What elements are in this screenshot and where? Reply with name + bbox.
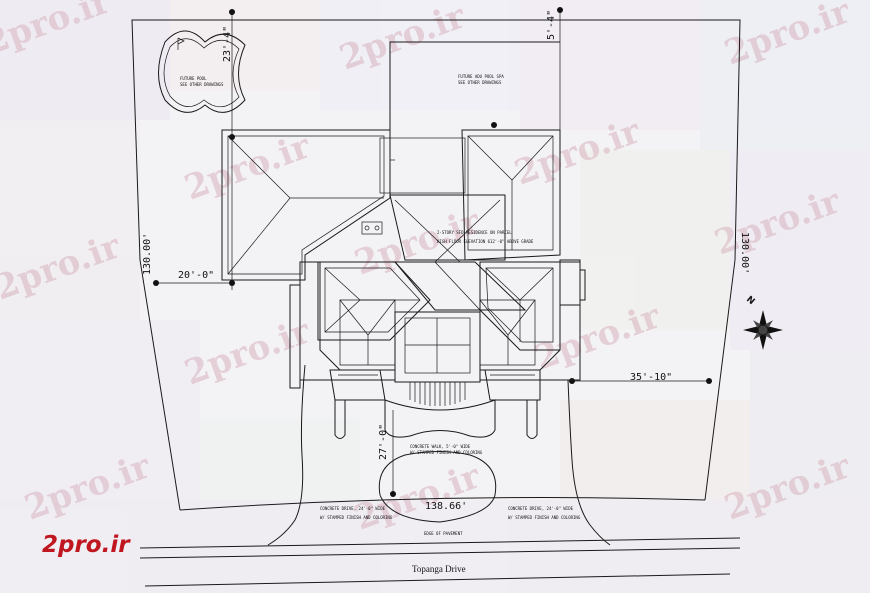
pavement-note: EDGE OF PAVEMENT <box>424 531 463 536</box>
street-name: Topanga Drive <box>412 564 466 574</box>
right-boundary-dim: 130.00' <box>739 232 750 274</box>
driveway <box>139 364 741 587</box>
house-roof-plan <box>221 129 586 439</box>
dimension-labels: 130.00' 130.00' 20'-0" 35'-10" 27'-0" 5'… <box>142 10 750 512</box>
frontage-dim: 138.66' <box>425 501 467 512</box>
front-setback-dim: 27'-0" <box>378 424 389 460</box>
future-pool <box>158 30 246 113</box>
dimension-lines <box>153 7 712 497</box>
left-setback-dim: 20'-0" <box>178 270 214 281</box>
front-walk <box>378 451 497 523</box>
property-boundary <box>131 19 741 511</box>
top-setback-dim: 5'-4" <box>546 10 557 40</box>
pool-dim: 23'-4" <box>222 26 233 62</box>
entry-steps <box>384 382 496 438</box>
rear-outline <box>389 41 560 140</box>
north-arrow-icon: N <box>743 295 783 350</box>
left-boundary-dim: 130.00' <box>142 233 153 275</box>
watermark: 2pro.ir <box>179 126 316 208</box>
site-logo: 2pro.ir <box>42 532 131 558</box>
right-setback-dim: 35'-10" <box>630 372 672 383</box>
